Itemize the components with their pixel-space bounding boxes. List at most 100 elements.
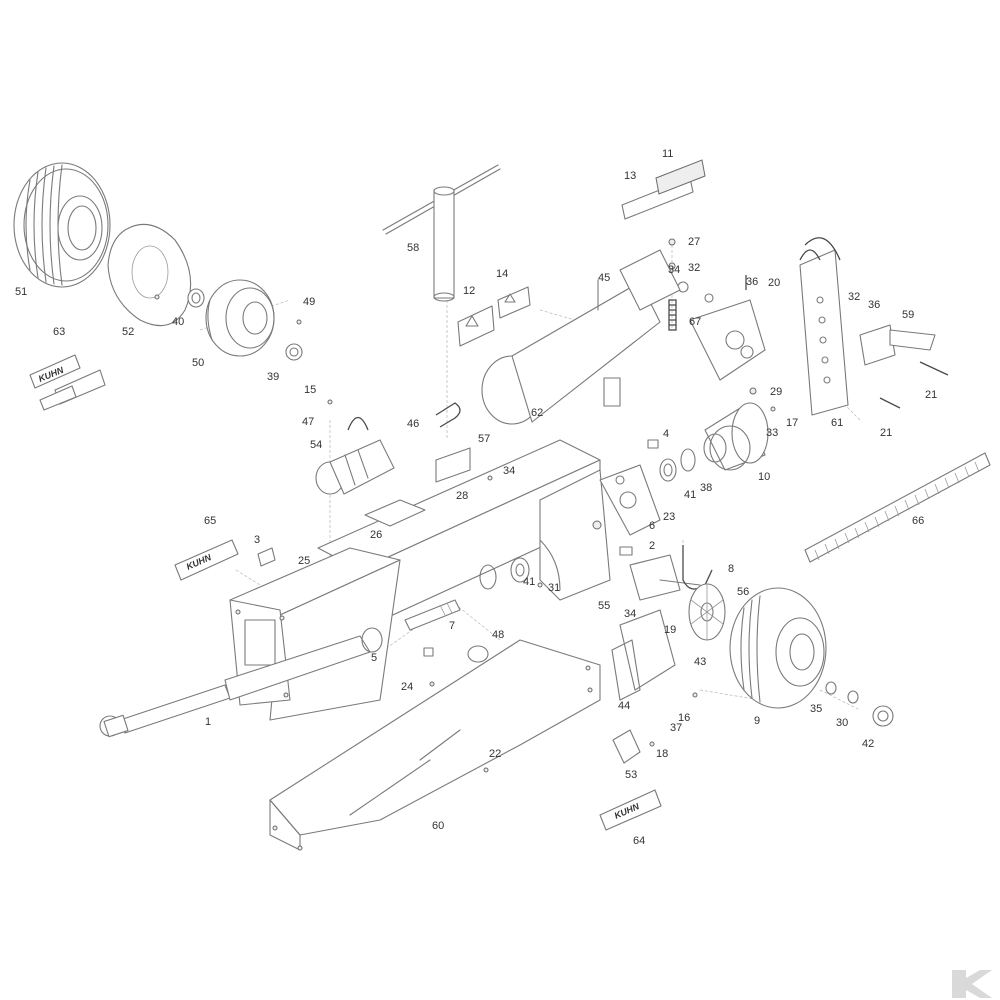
callout-30: 30: [836, 717, 848, 729]
plate-2: [619, 546, 633, 556]
callout-36b: 36: [868, 299, 880, 311]
callout-52: 52: [122, 326, 134, 338]
coupler-54: [315, 416, 395, 495]
rim-50: [205, 279, 275, 357]
callout-41a: 41: [684, 489, 696, 501]
wheel-tyre-right: [729, 587, 827, 709]
callout-54: 54: [310, 439, 322, 451]
auger-66: [804, 452, 991, 563]
hub-parts-30-35-42: [825, 681, 894, 727]
callout-26: 26: [370, 529, 382, 541]
callout-39: 39: [267, 371, 279, 383]
callout-33: 33: [766, 427, 778, 439]
callout-65: 65: [204, 515, 216, 527]
callout-29: 29: [770, 386, 782, 398]
callout-21a: 21: [925, 389, 937, 401]
guard-60: [269, 639, 601, 851]
k-logo-icon: [952, 970, 992, 998]
callout-64: 64: [633, 835, 645, 847]
shield-44: [611, 609, 676, 701]
bolt-21b: [879, 397, 901, 409]
callout-32a: 32: [688, 262, 700, 274]
small-hardware: [327, 387, 776, 773]
callout-45: 45: [598, 272, 610, 284]
callout-31: 31: [548, 582, 560, 594]
callout-34b: 34: [503, 465, 515, 477]
callout-50: 50: [192, 357, 204, 369]
callout-1: 1: [205, 716, 211, 728]
callout-21b: 21: [880, 427, 892, 439]
callout-16: 16: [678, 712, 690, 724]
callout-14: 14: [496, 268, 508, 280]
callout-labels: 1 2 3 4 5 6 7 8 9 10 11 12 13 14 15 16 1…: [15, 148, 937, 847]
callout-4: 4: [663, 428, 669, 440]
callout-55: 55: [598, 600, 610, 612]
callout-25: 25: [298, 555, 310, 567]
callout-47: 47: [302, 416, 314, 428]
column-61: [799, 237, 849, 416]
callout-51: 51: [15, 286, 27, 298]
decals-11-13: [621, 159, 706, 220]
plate-3: [257, 547, 276, 567]
callout-48: 48: [492, 629, 504, 641]
callout-41b: 41: [523, 576, 535, 588]
pto-shaft-1: [99, 627, 383, 738]
clip-46: [435, 402, 461, 428]
callout-59: 59: [902, 309, 914, 321]
callout-67: 67: [689, 316, 701, 328]
callout-6: 6: [649, 520, 655, 532]
callout-2: 2: [649, 540, 655, 552]
tube-62: [481, 249, 766, 425]
callout-63: 63: [53, 326, 65, 338]
callout-11: 11: [662, 148, 673, 160]
jack-stand-58: [382, 164, 501, 302]
callout-36a: 36: [746, 276, 758, 288]
callout-53: 53: [625, 769, 637, 781]
callout-56: 56: [737, 586, 749, 598]
callout-9: 9: [754, 715, 760, 727]
decal-65: KUHN: [174, 539, 239, 581]
cover-53: [612, 729, 641, 764]
callout-7: 7: [449, 620, 455, 632]
bearing-40: [187, 288, 205, 308]
plate-4: [647, 439, 659, 449]
nut-49: [296, 319, 302, 325]
wheel-disc-52: [107, 223, 192, 327]
callout-23: 23: [663, 511, 675, 523]
bolt-21a: [919, 361, 949, 376]
callout-8: 8: [728, 563, 734, 575]
callout-10: 10: [758, 471, 770, 483]
callout-35: 35: [810, 703, 822, 715]
decal-63: KUHN: [29, 354, 106, 411]
callout-40: 40: [172, 316, 184, 328]
disc-48: [467, 645, 489, 663]
warning-decals-12-14: [457, 286, 531, 347]
rings-38-41: [479, 448, 696, 590]
callout-20: 20: [768, 277, 780, 289]
plate-26: [364, 499, 426, 527]
callout-46: 46: [407, 418, 419, 430]
hook-8: [682, 545, 713, 590]
callout-12: 12: [463, 285, 475, 297]
callout-19: 19: [664, 624, 676, 636]
callout-22: 22: [489, 748, 501, 760]
callout-3: 3: [254, 534, 260, 546]
decal-64: KUHN: [599, 789, 662, 831]
callout-57: 57: [478, 433, 490, 445]
stub-axle-55: [629, 554, 701, 601]
hub-39: [285, 343, 303, 361]
main-frame: [229, 439, 611, 721]
callout-44: 44: [618, 700, 630, 712]
spring-67: [668, 238, 714, 331]
callout-15: 15: [304, 384, 316, 396]
callout-38: 38: [700, 482, 712, 494]
callout-34a: 34: [668, 264, 680, 276]
callout-28: 28: [456, 490, 468, 502]
callout-37: 37: [670, 722, 682, 734]
callout-17: 17: [786, 417, 798, 429]
bracket-59: [859, 324, 936, 366]
shaft-7: [404, 599, 461, 631]
callout-58: 58: [407, 242, 419, 254]
callout-5: 5: [371, 652, 377, 664]
